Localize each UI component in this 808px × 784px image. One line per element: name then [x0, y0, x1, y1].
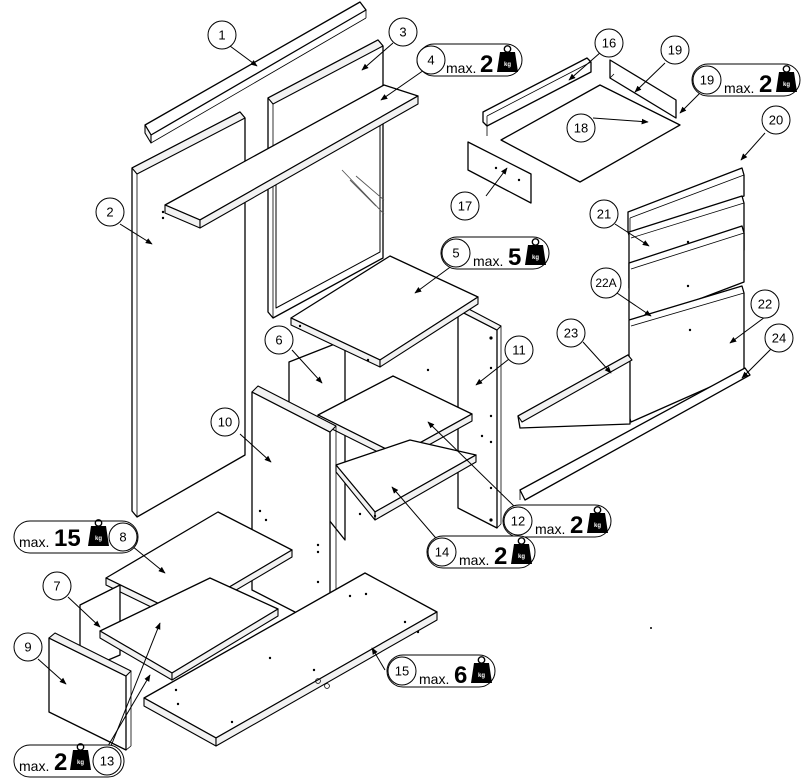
- callout-2: 2: [95, 197, 125, 227]
- svg-text:11: 11: [512, 343, 526, 358]
- svg-text:max.: max.: [535, 521, 565, 537]
- svg-text:2: 2: [106, 205, 113, 220]
- svg-text:kg: kg: [518, 554, 525, 560]
- callout-11: 11: [504, 335, 534, 365]
- svg-text:2: 2: [494, 543, 507, 570]
- callout-6: 6: [264, 325, 294, 355]
- svg-text:8: 8: [119, 530, 126, 545]
- badge-part-15: 15 max. 6 kg: [386, 654, 496, 689]
- svg-text:kg: kg: [95, 536, 102, 542]
- callout-10: 10: [210, 407, 240, 437]
- svg-text:max.: max.: [724, 80, 754, 96]
- svg-text:23: 23: [564, 326, 578, 341]
- callout-23: 23: [556, 318, 586, 348]
- svg-text:max.: max.: [473, 253, 503, 269]
- svg-text:kg: kg: [783, 82, 790, 88]
- badge-part-4: 4 max. 2 kg: [416, 43, 523, 78]
- svg-text:9: 9: [24, 640, 31, 655]
- callout-20: 20: [761, 105, 791, 135]
- callout-1: 1: [207, 20, 237, 50]
- svg-text:4: 4: [427, 53, 434, 68]
- svg-text:7: 7: [53, 579, 60, 594]
- svg-text:10: 10: [218, 415, 232, 430]
- svg-text:15: 15: [54, 525, 81, 552]
- svg-text:kg: kg: [77, 760, 84, 766]
- leader-lines: [37, 42, 778, 752]
- svg-text:max.: max.: [419, 671, 449, 687]
- weight-icon: kg: [471, 656, 492, 683]
- svg-text:max.: max.: [19, 758, 49, 774]
- weight-icon: kg: [497, 45, 518, 72]
- svg-text:12: 12: [511, 514, 525, 529]
- weight-icon: kg: [776, 65, 797, 92]
- svg-text:6: 6: [275, 333, 282, 348]
- svg-text:19: 19: [700, 73, 714, 88]
- svg-text:kg: kg: [504, 62, 511, 68]
- badge-part-8: max. 15 kg 8: [13, 519, 139, 554]
- badge-part-5: 5 max. 5 kg: [440, 236, 550, 271]
- svg-text:20: 20: [769, 113, 783, 128]
- part-14-lower-shelf: [335, 439, 477, 521]
- part-9-small-side: [48, 632, 132, 751]
- callout-3: 3: [388, 17, 418, 47]
- svg-text:kg: kg: [532, 255, 539, 261]
- badge-part-13: max. 2 kg 13: [13, 743, 125, 778]
- callout-22a: 22A: [590, 267, 622, 299]
- svg-text:2: 2: [480, 51, 493, 78]
- svg-text:kg: kg: [478, 673, 485, 679]
- svg-text:22: 22: [758, 297, 772, 312]
- svg-text:17: 17: [458, 199, 472, 214]
- svg-text:6: 6: [454, 662, 467, 689]
- svg-text:16: 16: [602, 36, 616, 51]
- svg-text:max.: max.: [459, 552, 489, 568]
- badge-part-12: 12 max. 2 kg: [502, 504, 612, 539]
- part-5-top-shelf: [290, 255, 479, 368]
- svg-text:19: 19: [668, 43, 682, 58]
- svg-text:14: 14: [435, 545, 449, 560]
- svg-text:2: 2: [759, 71, 772, 98]
- svg-text:max.: max.: [19, 534, 49, 550]
- callout-24: 24: [764, 323, 794, 353]
- weight-icon: kg: [511, 537, 532, 564]
- svg-text:max.: max.: [446, 60, 476, 76]
- weight-icon: kg: [525, 238, 546, 265]
- weight-icon: kg: [587, 506, 608, 533]
- part-10-center-divider: [251, 385, 337, 631]
- callout-22: 22: [750, 289, 780, 319]
- weight-icon: kg: [88, 519, 109, 546]
- callout-9: 9: [13, 632, 43, 662]
- svg-text:1: 1: [218, 28, 225, 43]
- callout-19: 19: [660, 35, 690, 65]
- svg-text:21: 21: [597, 207, 611, 222]
- badge-part-14: 14 max. 2 kg: [426, 535, 536, 570]
- svg-text:5: 5: [452, 246, 459, 261]
- svg-text:kg: kg: [594, 523, 601, 529]
- svg-text:22A: 22A: [595, 276, 616, 290]
- svg-text:3: 3: [399, 25, 406, 40]
- part-13-shelf: [99, 577, 279, 681]
- callout-7: 7: [42, 571, 72, 601]
- svg-text:15: 15: [395, 664, 409, 679]
- badge-part-19: 19 max. 2 kg: [691, 63, 801, 98]
- part-1-top-rail: [144, 1, 367, 144]
- svg-text:5: 5: [508, 244, 521, 271]
- svg-text:2: 2: [54, 749, 67, 776]
- svg-text:13: 13: [100, 754, 114, 769]
- part-15-bottom-base: [143, 572, 438, 747]
- svg-text:24: 24: [772, 331, 786, 346]
- callout-17: 17: [450, 191, 480, 221]
- drawer-fronts: [517, 167, 751, 501]
- callout-21: 21: [589, 199, 619, 229]
- callout-18: 18: [566, 113, 596, 143]
- svg-text:18: 18: [574, 121, 588, 136]
- part-4-upper-shelf: [164, 84, 419, 229]
- svg-text:2: 2: [570, 512, 583, 539]
- callout-16: 16: [594, 28, 624, 58]
- weight-icon: kg: [70, 743, 91, 770]
